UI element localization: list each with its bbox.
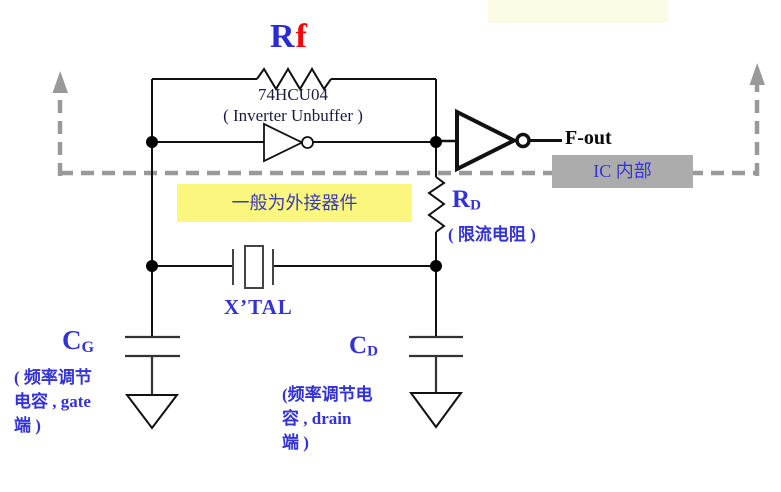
cd-letter: C [349, 332, 368, 359]
cg-label: CG [62, 325, 94, 357]
rd-subscript: D [470, 197, 481, 214]
rd-letter: R [452, 186, 471, 213]
cd-description: (频率调节电 容 , drain 端 ) [282, 385, 373, 452]
cg-description: ( 频率调节 电容 , gate 端 ) [14, 368, 92, 435]
rf-label: Rf [270, 18, 308, 56]
cd-label: CD [349, 332, 378, 361]
inverter1-icon [263, 122, 314, 163]
cg-capacitor-icon [125, 335, 180, 395]
external-note-label: 一般为外接器件 [231, 193, 358, 213]
boundary-arrow-up-left-icon [52, 71, 68, 93]
fout-label: F-out [565, 127, 612, 149]
rf-letter: R [270, 18, 296, 55]
cd-capacitor-icon [409, 335, 463, 393]
circuit-wires [151, 78, 437, 337]
ic-internal-label: IC 内部 [593, 161, 652, 181]
junction-dots [146, 136, 442, 272]
ic-internal-badge: IC 内部 [552, 155, 693, 188]
cd-ground-icon [409, 392, 463, 429]
boundary-arrow-up-right-icon [749, 63, 765, 85]
pale-yellow-strip [488, 0, 668, 23]
chip-label: 74HCU04 ( Inverter Unbuffer ) [223, 85, 363, 125]
ic-boundary-dashed-line [57, 84, 760, 176]
rd-resistor-icon [427, 176, 446, 233]
cd-subscript: D [367, 343, 378, 360]
cg-letter: C [62, 325, 82, 355]
rd-label: RD [452, 186, 481, 215]
cg-subscript: G [81, 337, 95, 356]
feedback-resistor-icon [256, 67, 332, 91]
inverter2-icon [436, 108, 562, 173]
external-component-note: 一般为外接器件 [177, 184, 412, 222]
xtal-label: X’TAL [224, 295, 293, 319]
rd-description: ( 限流电阻 ) [448, 225, 536, 244]
cg-ground-icon [124, 394, 180, 430]
crystal-icon [232, 245, 274, 289]
rf-subscript: f [295, 18, 308, 55]
